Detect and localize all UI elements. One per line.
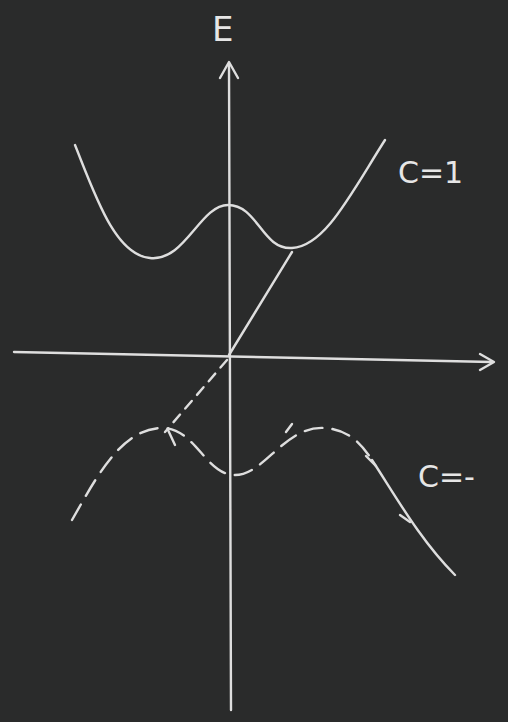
edge-state-dashed	[165, 360, 227, 432]
energy-axis	[229, 64, 231, 710]
axis-arrow	[220, 62, 238, 78]
axis-arrow	[480, 354, 494, 370]
band-label: C=1	[398, 158, 463, 188]
axis-label: E	[212, 12, 233, 46]
edge-state	[229, 252, 292, 355]
tick-mark	[366, 456, 376, 466]
momentum-axis	[14, 352, 492, 362]
tick-mark	[286, 424, 292, 432]
tick-mark	[400, 515, 410, 522]
band-label: C=-	[418, 462, 475, 492]
upper-band	[75, 140, 385, 258]
lower-band-dashed	[72, 428, 372, 520]
tick-mark	[168, 430, 175, 445]
